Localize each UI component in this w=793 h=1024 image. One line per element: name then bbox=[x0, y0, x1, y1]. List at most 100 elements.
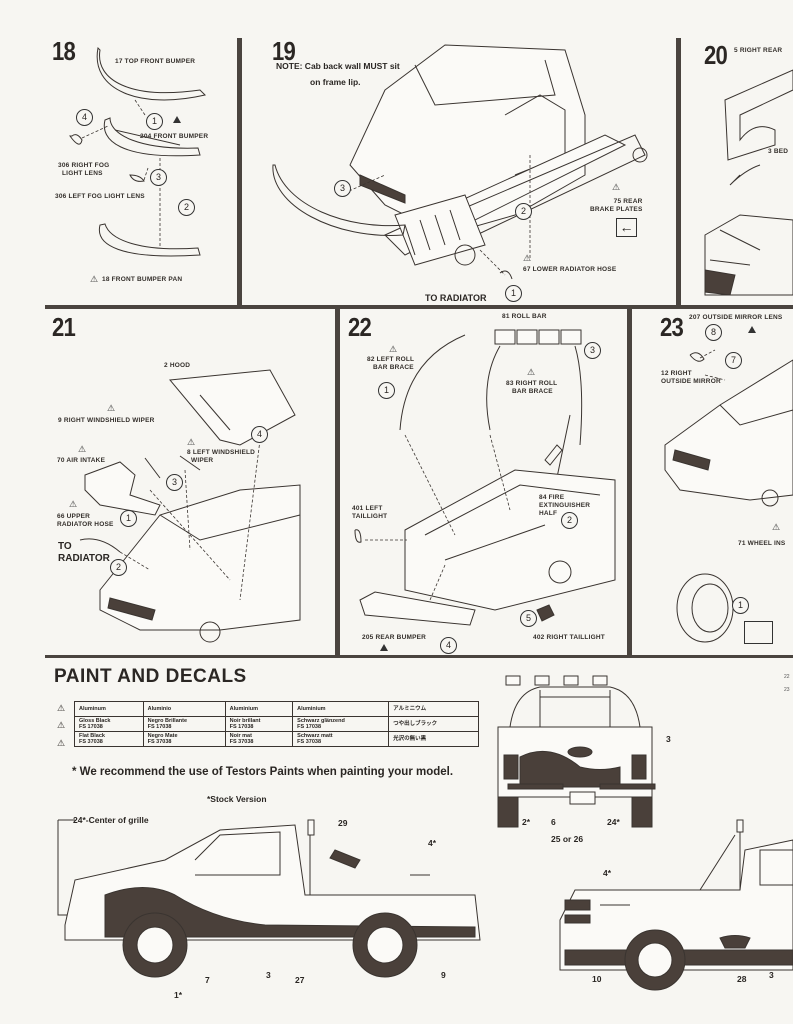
truck-bed bbox=[405, 470, 615, 610]
outside-mirror bbox=[690, 353, 704, 362]
warning-icon: ⚠ bbox=[57, 703, 66, 713]
paint-table-cell: Noir brillant FS 17038 bbox=[224, 716, 294, 732]
truck-front-23 bbox=[665, 360, 793, 500]
warning-icon: ⚠ bbox=[69, 499, 78, 509]
roll-bar bbox=[487, 346, 582, 445]
testors-recommendation: * We recommend the use of Testors Paints… bbox=[72, 766, 454, 778]
step-22-number: 22 bbox=[348, 312, 372, 342]
glue-triangle-icon bbox=[173, 116, 181, 123]
callout-22-5: 5 bbox=[520, 610, 537, 627]
label-5-right-rear: 5 RIGHT REAR bbox=[734, 47, 783, 54]
side-mud-graphic bbox=[105, 888, 475, 938]
divider-19-20 bbox=[676, 38, 681, 306]
step-23-number: 23 bbox=[660, 312, 684, 342]
callout-19-2: 2 bbox=[515, 203, 532, 220]
step-19-number: 19 bbox=[272, 36, 296, 66]
arrow-left-icon: ← bbox=[616, 218, 637, 237]
paint-table-cell: Negro Brillante FS 17038 bbox=[142, 716, 226, 732]
label-9-right-wiper: 9 RIGHT WINDSHIELD WIPER bbox=[58, 417, 155, 424]
decal-side-24-grille: 24*-Center of grille bbox=[73, 815, 149, 825]
decal-side-27: 27 bbox=[295, 975, 305, 985]
label-402-right-taillight: 402 RIGHT TAILLIGHT bbox=[533, 634, 605, 641]
divider-21-22 bbox=[335, 305, 340, 657]
upper-radiator-hose bbox=[80, 539, 120, 552]
paint-table-cell: アルミニウム bbox=[388, 701, 479, 717]
rear-bumper bbox=[360, 592, 475, 625]
callout-21-1: 1 bbox=[120, 510, 137, 527]
decal-rear-6: 6 bbox=[551, 817, 556, 827]
paint-table-cell: Aluminio bbox=[142, 701, 226, 717]
callout-23-7: 7 bbox=[725, 352, 742, 369]
warning-icon: ⚠ bbox=[523, 253, 532, 263]
step-19-note-cont: on frame lip. bbox=[310, 77, 361, 87]
decal-right-28: 28 bbox=[737, 974, 747, 984]
glue-triangle-icon bbox=[748, 326, 756, 333]
warning-icon: ⚠ bbox=[389, 344, 398, 354]
divider-row1-row2 bbox=[45, 305, 793, 309]
paint-table-cell: Aluminium bbox=[224, 701, 294, 717]
warning-icon: ⚠ bbox=[612, 182, 621, 192]
decal-side-7: 7 bbox=[205, 975, 210, 985]
margin-ref-23: 23 bbox=[784, 687, 790, 693]
paint-table-cell: Schwarz matt FS 37038 bbox=[292, 731, 390, 747]
callout-22-3: 3 bbox=[584, 342, 601, 359]
air-intake bbox=[85, 462, 160, 515]
tailgate-graphic bbox=[520, 751, 620, 787]
callout-18-3: 3 bbox=[150, 169, 167, 186]
callout-18-2: 2 bbox=[178, 199, 195, 216]
fire-extinguisher bbox=[545, 445, 562, 465]
warning-icon: ⚠ bbox=[78, 444, 87, 454]
label-306-right-fog: 306 RIGHT FOG LIGHT LENS bbox=[58, 162, 110, 177]
rear-fender bbox=[725, 70, 793, 160]
warning-icon: ⚠ bbox=[527, 367, 536, 377]
decal-side-1: 1* bbox=[174, 990, 183, 1000]
callout-18-4: 4 bbox=[76, 109, 93, 126]
step-18-number: 18 bbox=[52, 36, 76, 66]
label-12-right-outside-mirror: 12 RIGHT OUTSIDE MIRROR bbox=[661, 370, 721, 385]
divider-row2-paint bbox=[45, 655, 793, 658]
paint-table-cell: Gloss Black FS 17038 bbox=[74, 716, 144, 732]
callout-18-1: 1 bbox=[146, 113, 163, 130]
label-67-lower-radiator-hose: 67 LOWER RADIATOR HOSE bbox=[523, 266, 617, 273]
left-wiper bbox=[180, 456, 200, 470]
rear-view-truck bbox=[490, 672, 660, 822]
callout-21-4: 4 bbox=[251, 426, 268, 443]
decal-side-4: 4* bbox=[428, 838, 437, 848]
label-207-outside-mirror-lens: 207 OUTSIDE MIRROR LENS bbox=[689, 314, 783, 321]
grille-21 bbox=[108, 598, 155, 620]
step-19-note: NOTE: Cab back wall MUST sit bbox=[276, 61, 400, 71]
decal-right-10: 10 bbox=[592, 974, 602, 984]
label-205-rear-bumper: 205 REAR BUMPER bbox=[362, 634, 427, 641]
decal-right-3: 3 bbox=[769, 970, 774, 980]
hood bbox=[170, 370, 295, 445]
glue-triangle-icon bbox=[380, 644, 388, 651]
warning-icon: ⚠ bbox=[57, 720, 66, 730]
stock-version-note: *Stock Version bbox=[207, 794, 267, 804]
right-side-truck bbox=[555, 820, 793, 990]
label-66-upper-radiator-hose: 66 UPPER RADIATOR HOSE bbox=[57, 513, 114, 528]
label-84-fire-extinguisher: 84 FIRE EXTINGUISHER HALF bbox=[539, 494, 591, 517]
decal-right-4: 4* bbox=[603, 868, 612, 878]
paint-table-cell: Negro Mate FS 37038 bbox=[142, 731, 226, 747]
label-3-bed: 3 BED bbox=[768, 148, 789, 155]
warning-icon: ⚠ bbox=[107, 403, 116, 413]
callout-23-1: 1 bbox=[732, 597, 749, 614]
right-fog-lens bbox=[70, 135, 82, 145]
label-70-air-intake: 70 AIR INTAKE bbox=[57, 457, 106, 464]
label-401-left-taillight: 401 LEFT TAILLIGHT bbox=[352, 505, 388, 520]
left-roll-bar-brace bbox=[400, 335, 465, 430]
top-front-bumper bbox=[97, 48, 205, 100]
front-bumper-pan bbox=[99, 224, 200, 256]
tire bbox=[677, 574, 733, 642]
right-wiper bbox=[145, 458, 160, 478]
label-17-top-front-bumper: 17 TOP FRONT BUMPER bbox=[115, 58, 196, 65]
paint-table-cell: Schwarz glänzend FS 17038 bbox=[292, 716, 390, 732]
callout-19-3: 3 bbox=[334, 180, 351, 197]
warning-icon: ⚠ bbox=[187, 437, 196, 447]
warning-icon: ⚠ bbox=[772, 522, 781, 532]
decal-rear-25-26: 25 or 26 bbox=[551, 834, 584, 844]
callout-21-2: 2 bbox=[110, 559, 127, 576]
